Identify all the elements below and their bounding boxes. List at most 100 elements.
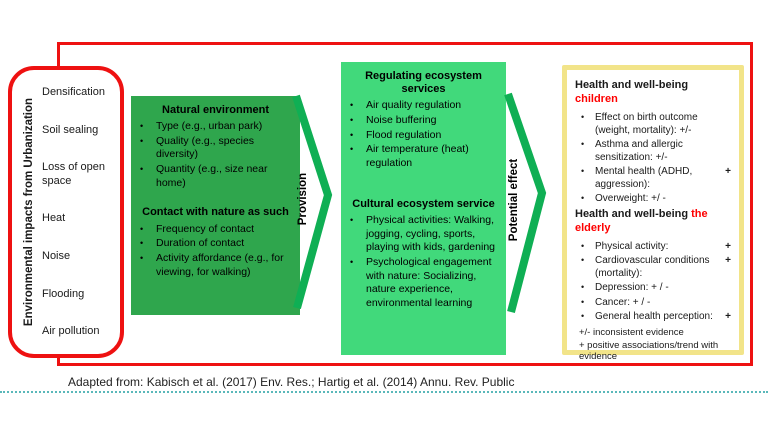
item-text: Densification (42, 86, 105, 98)
item-text: Duration of contact (156, 237, 245, 250)
health-elderly-title-red: the elderly (575, 208, 708, 235)
provision-arrow-label: Provision (297, 172, 309, 226)
health-elderly-item: •Physical activity:+ (575, 240, 731, 254)
regulating-ecosystem-item: • Flood regulation (347, 129, 500, 143)
regulating-ecosystem-item: • Air temperature (heat) regulation (347, 143, 500, 170)
item-text: Quantity (e.g., size near home) (156, 163, 268, 189)
evidence-mark: + (725, 240, 731, 252)
impact-item: •Heat (42, 212, 116, 226)
bullet-glyph: • (140, 223, 144, 234)
health-elderly-item: •Cardiovascular conditions (mortality):+ (575, 254, 731, 280)
item-text: Flood regulation (366, 128, 442, 141)
health-elderly-item: •Depression: + / - (575, 281, 731, 295)
natural-environment-item: • Type (e.g., urban park) (137, 120, 294, 134)
cultural-ecosystem-item: • Physical activities: Walking, jogging, … (347, 214, 500, 255)
contact-with-nature-list: • Frequency of contact • Duration of contac… (137, 223, 294, 280)
item-text: Soil sealing (42, 123, 99, 136)
contact-with-nature-item: • Activity affordance (e.g., for viewing,… (137, 252, 294, 279)
item-text: Air pollution (42, 325, 100, 338)
bullet-glyph: • (581, 311, 585, 322)
natural-environment-box: Natural environment •Type (e.g., urban p… (131, 96, 300, 315)
item-text: Loss of open space (42, 161, 105, 187)
environmental-impacts-vertical-label: Environmental impacts from Urbanization (23, 97, 35, 327)
contact-with-nature-item: • Frequency of contact (137, 223, 294, 237)
bullet-glyph: • (581, 111, 585, 122)
item-text: Physical activities: Walking, jogging, c… (366, 214, 495, 254)
bullet-glyph: • (350, 257, 354, 268)
bullet-glyph: • (350, 215, 354, 226)
item-text: Activity affordance (e.g., for viewing, … (156, 251, 284, 278)
health-elderly-list: •Physical activity:+•Cardiovascular cond… (575, 240, 731, 324)
contact-with-nature-item: • Duration of contact (137, 237, 294, 251)
item-text: Flooding (42, 287, 85, 300)
natural-environment-item: • Quality (e.g., species diversity) (137, 135, 294, 162)
health-children-title: Health and well-being children (575, 78, 731, 107)
item-text: Noise (42, 250, 71, 263)
item-text: Overweight: +/ - (595, 192, 666, 204)
regulating-ecosystem-box: Regulating ecosystem services •Air quali… (341, 62, 506, 191)
item-text: Mental health (ADHD, aggression): (595, 165, 693, 190)
health-children-item: • Asthma and allergic sensitization: +/- (575, 138, 731, 164)
item-text: Asthma and allergic sensitization: +/- (595, 138, 683, 163)
environmental-impacts-list: •Densification •Soil sealing •Loss of open… (42, 86, 116, 340)
bullet-glyph: • (140, 135, 144, 146)
item-text: Quality (e.g., species diversity) (156, 134, 255, 161)
health-wellbeing-box: Health and well-being children • Effect o… (562, 65, 744, 362)
impact-item: •Flooding (42, 288, 116, 302)
item-text: Frequency of contact (156, 222, 255, 235)
item-text: +/- inconsistent evidence (579, 326, 684, 338)
health-elderly-item: •Cancer: + / - (575, 296, 731, 310)
bullet-glyph: • (350, 144, 354, 155)
item-text: Air temperature (heat) regulation (366, 143, 469, 169)
item-text: Physical activity: (595, 240, 669, 252)
item-text: Effect on birth outcome (weight, mortali… (595, 111, 698, 136)
bullet-glyph: • (581, 138, 585, 149)
spacer (137, 191, 294, 204)
item-text: Noise buffering (366, 114, 437, 127)
bullet-glyph: • (350, 115, 354, 126)
bullet-glyph: • (581, 282, 585, 293)
health-children-list: • Effect on birth outcome (weight, mortal… (575, 111, 731, 206)
potential-effect-chevron-arrow (504, 92, 547, 314)
health-children-title-red: children (575, 93, 618, 106)
item-text: Cardiovascular conditions (mortality): (595, 255, 710, 280)
health-children-title-black: Health and well-being (575, 79, 689, 91)
regulating-ecosystem-list: •Air quality regulation•Noise buffering•… (347, 99, 500, 170)
item-text: + positive associations/trend with evide… (579, 339, 719, 363)
impact-item: •Air pollution (42, 325, 116, 339)
health-elderly-item: •General health perception:+ (575, 310, 731, 324)
provision-chevron-arrow (292, 94, 333, 310)
contact-with-nature-title: Contact with nature as such (142, 206, 289, 219)
bullet-glyph: • (350, 129, 354, 140)
bullet-glyph: • (140, 121, 144, 132)
evidence-footnote: •+/- inconsistent evidence (579, 327, 731, 339)
evidence-mark: + (725, 165, 731, 177)
bullet-glyph: • (140, 252, 144, 263)
impact-item: •Densification (42, 86, 116, 100)
bullet-glyph: • (140, 164, 144, 175)
impact-item: •Noise (42, 250, 116, 264)
evidence-mark: + (725, 311, 731, 323)
regulating-ecosystem-item: • Noise buffering (347, 114, 500, 128)
item-text: Cancer: + / - (595, 296, 651, 308)
regulating-ecosystem-item: • Air quality regulation (347, 99, 500, 113)
cultural-ecosystem-title: Cultural ecosystem service (352, 198, 495, 210)
source-caption: Adapted from: Kabisch et al. (2017) Env.… (68, 375, 515, 389)
bullet-glyph: • (140, 238, 144, 249)
impact-item: •Soil sealing (42, 124, 116, 138)
item-text: Psychological engagement with nature: So… (366, 256, 492, 310)
environmental-impacts-panel: Environmental impacts from Urbanization … (8, 66, 124, 358)
bullet-glyph: • (350, 100, 354, 111)
evidence-footnote: •+ positive associations/trend with evid… (579, 340, 731, 364)
evidence-footnotes: •+/- inconsistent evidence•+ positive as… (575, 327, 731, 364)
natural-environment-list: • Type (e.g., urban park) • Quality (e.g., … (137, 120, 294, 190)
impact-item: •Loss of open space (42, 161, 116, 189)
health-children-item: • Effect on birth outcome (weight, mortal… (575, 111, 731, 137)
item-text: Air quality regulation (366, 99, 462, 112)
teal-dotted-divider (0, 391, 768, 393)
health-children-item: •Overweight: +/ - (575, 192, 731, 206)
item-text: Heat (42, 212, 66, 225)
potential-effect-arrow-label: Potential effect (508, 158, 520, 242)
natural-environment-item: • Quantity (e.g., size near home) (137, 163, 294, 190)
item-text: Type (e.g., urban park) (156, 120, 263, 133)
